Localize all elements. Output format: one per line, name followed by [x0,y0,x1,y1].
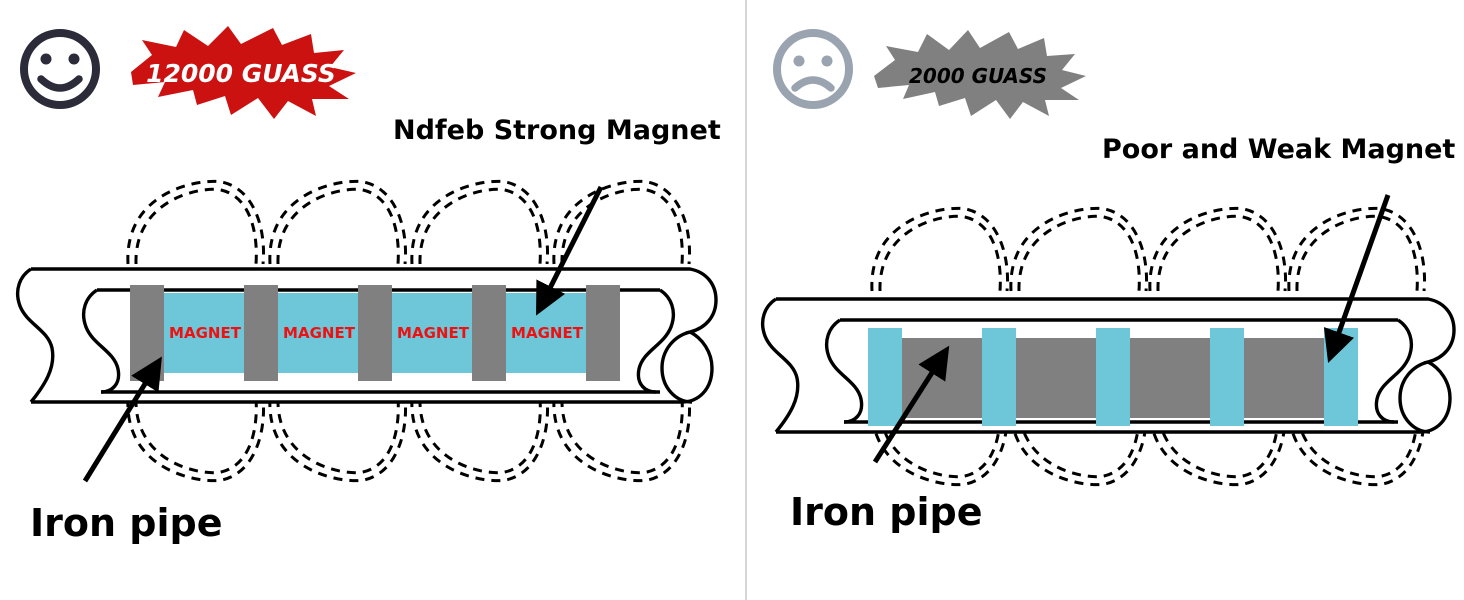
callout-arrow-iron-pipe-left [82,356,162,483]
spacer-block [1240,338,1326,418]
field-lines-top-left [126,179,692,265]
smiley-face-icon [20,29,100,109]
burst-shape-red [131,26,356,119]
callout-arrow-strong-magnet [536,185,604,316]
spacer-block [1012,338,1098,418]
magnet-block [160,293,246,373]
label-iron-pipe-right: Iron pipe [790,490,982,534]
callout-label-strong-magnet: Ndfeb Strong Magnet [393,115,721,146]
panel-left: 12000 GUASS Ndfeb Strong Magnet [15,26,721,545]
magnet-block [868,328,902,426]
field-lines-top-right [870,206,1427,292]
gauss-burst-strong: 12000 GUASS [131,26,356,119]
magnet-label: MAGNET [169,324,242,342]
label-iron-pipe-left: Iron pipe [30,501,222,545]
magnet-stack-left: MAGNET MAGNET MAGNET MAGNET [130,285,620,381]
sad-face-icon [773,29,853,109]
magnet-label: MAGNET [283,324,356,342]
magnet-block [1096,328,1130,426]
spacer-block [1126,338,1212,418]
panel-right: 2000 GUASS Poor and Weak Magnet [760,29,1456,534]
magnet-label: MAGNET [397,324,470,342]
callout-arrow-weak-magnet [1323,194,1391,363]
callout-label-weak-magnet: Poor and Weak Magnet [1102,134,1455,165]
magnet-stack-right [868,328,1358,426]
magnet-block [388,293,474,373]
gauss-burst-weak: 2000 GUASS [874,30,1086,119]
magnet-block [1210,328,1244,426]
spacer-block [472,285,506,381]
callout-arrow-iron-pipe-right [872,345,950,464]
burst-shape-grey [874,30,1086,119]
spacer-block [358,285,392,381]
magnet-block [1324,328,1358,426]
magnet-block [982,328,1016,426]
field-lines-bottom-left [126,397,692,483]
magnet-label: MAGNET [511,324,584,342]
spacer-block [244,285,278,381]
spacer-block [130,285,164,381]
magnet-block [274,293,360,373]
spacer-block [586,285,620,381]
burst-label-strong: 12000 GUASS [146,59,336,88]
burst-label-weak: 2000 GUASS [909,64,1047,88]
